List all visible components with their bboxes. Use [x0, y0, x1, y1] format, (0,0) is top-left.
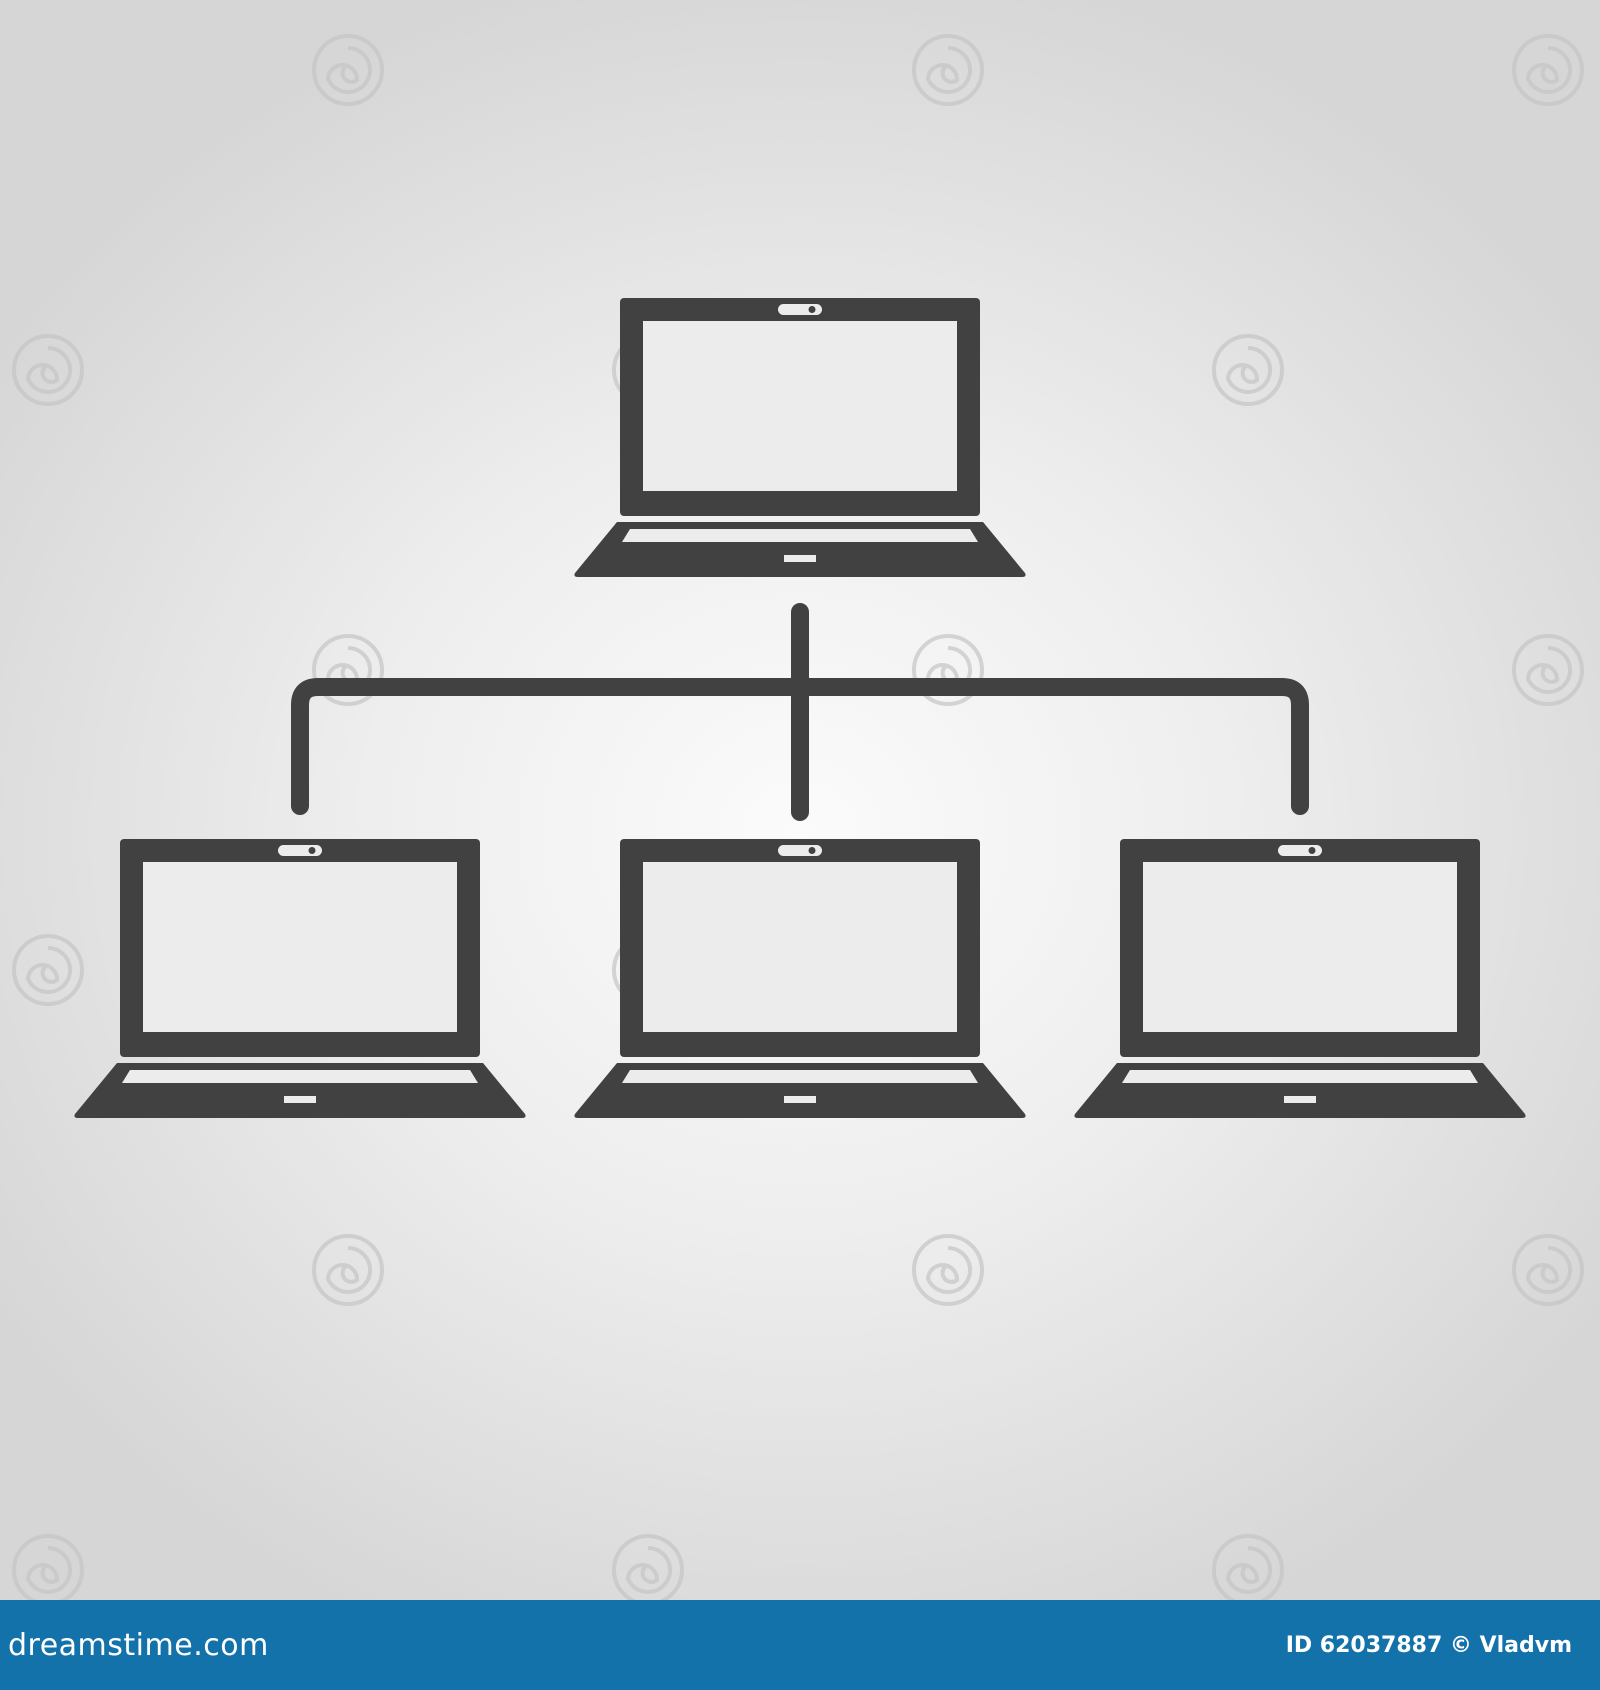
connector-bus: [291, 678, 1309, 815]
diagram-canvas: [0, 0, 1600, 1600]
laptop-right-icon: [1074, 839, 1526, 1118]
image-credit: ID 62037887 © Vladvm: [1285, 1632, 1572, 1658]
laptop-left-icon: [74, 839, 526, 1118]
footer-bar: dreamstime.com ID 62037887 © Vladvm: [0, 1600, 1600, 1690]
laptop-center-icon: [574, 839, 1026, 1118]
dreamstime-logo[interactable]: dreamstime.com: [8, 1627, 269, 1663]
connector-lines: [291, 603, 1309, 821]
network-diagram: [74, 298, 1526, 1118]
laptop-top-icon: [574, 298, 1026, 577]
